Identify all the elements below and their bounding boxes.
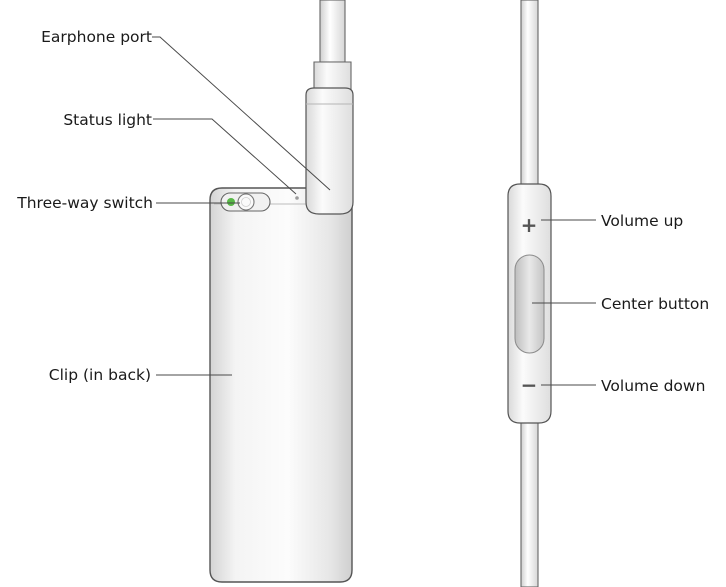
earphone-plug (305, 0, 354, 215)
volume-up-symbol[interactable]: + (521, 213, 538, 237)
switch-knob[interactable] (237, 193, 255, 211)
label-volume-down: Volume down (601, 377, 705, 395)
ipod-shuffle-device (209, 0, 354, 583)
status-light-icon (295, 196, 299, 200)
labels: Earphone port Status light Three-way swi… (16, 28, 709, 395)
label-three-way-switch: Three-way switch (16, 194, 153, 212)
three-way-switch[interactable] (220, 192, 271, 212)
leader-lines (152, 36, 596, 386)
device-body (209, 187, 353, 583)
volume-down-symbol[interactable]: − (521, 373, 538, 397)
earphone-remote-control: + − (507, 0, 552, 587)
label-earphone-port: Earphone port (41, 28, 152, 46)
label-volume-up: Volume up (601, 212, 683, 230)
label-center-button: Center button (601, 295, 709, 313)
label-clip: Clip (in back) (49, 366, 151, 384)
switch-indicator-icon (227, 198, 235, 206)
center-button[interactable] (514, 254, 545, 354)
label-status-light: Status light (63, 111, 152, 129)
